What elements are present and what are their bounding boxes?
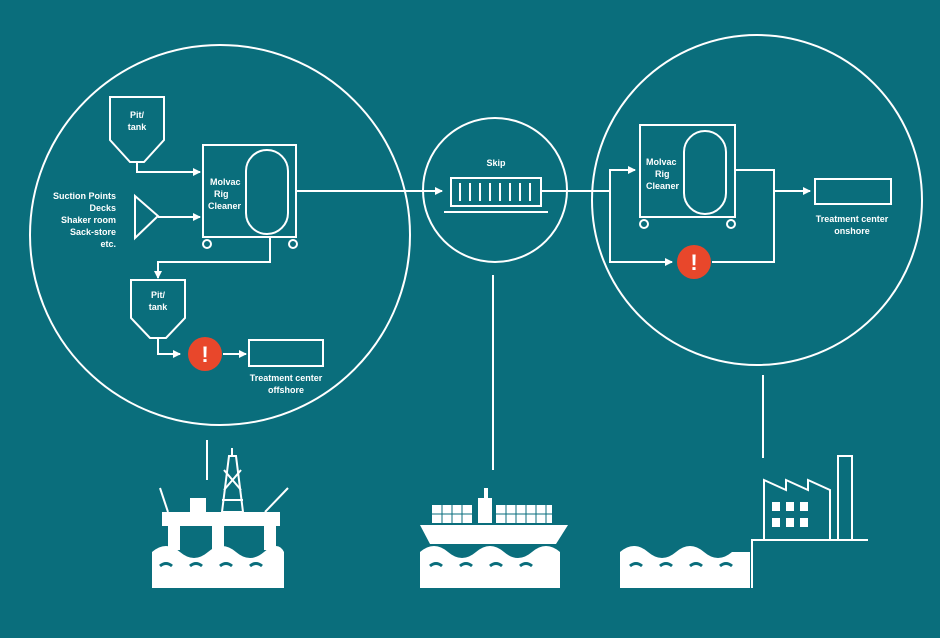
funnel-tank-icon — [109, 96, 165, 163]
pit-tank-top-label-1: Pit/ — [130, 110, 145, 120]
arrow-cleaner-to-pit — [154, 237, 271, 279]
arrow-pit-to-warning — [157, 338, 181, 358]
pump-icon — [134, 193, 160, 241]
source-label-5: etc. — [100, 239, 116, 249]
onshore-circle — [591, 34, 923, 366]
wave-icon — [620, 546, 750, 588]
offshore-circle — [29, 44, 411, 426]
treatment-offshore-label-1: Treatment center — [250, 373, 323, 383]
pit-tank-bottom-label-2: tank — [149, 302, 169, 312]
rig-cleaner-offshore-label-3: Cleaner — [208, 201, 242, 211]
funnel-tank-icon — [130, 279, 186, 339]
warning-icon: ! — [677, 245, 711, 279]
treatment-onshore-label-2: onshore — [834, 226, 870, 236]
arrow-skip-to-onshore-cleaner — [609, 166, 636, 191]
pit-tank-bottom-label-1: Pit/ — [151, 290, 166, 300]
rig-cleaner-onshore-label-2: Rig — [655, 169, 670, 179]
treatment-center-offshore-box — [248, 339, 324, 367]
rig-cleaner-offshore-label-2: Rig — [214, 189, 229, 199]
oil-platform-icon — [159, 448, 289, 550]
arrow-to-treatment-onshore — [735, 169, 811, 195]
rig-cleaner-onshore-label-3: Cleaner — [646, 181, 680, 191]
factory-icon — [751, 455, 868, 588]
connector-warning-to-main — [712, 191, 775, 263]
wave-icon — [152, 546, 284, 588]
source-label-4: Sack-store — [70, 227, 116, 237]
skip-label: Skip — [486, 158, 506, 168]
svg-text:!: ! — [201, 342, 208, 367]
skip-container-icon — [444, 177, 548, 213]
warning-icon: ! — [188, 337, 222, 371]
source-label-2: Decks — [89, 203, 116, 213]
rig-cleaner-offshore-label-1: Molvac — [210, 177, 241, 187]
pit-tank-top-label-2: tank — [128, 122, 148, 132]
treatment-onshore-label-1: Treatment center — [816, 214, 889, 224]
source-label-3: Shaker room — [61, 215, 116, 225]
treatment-center-onshore-box — [814, 178, 892, 205]
svg-text:!: ! — [690, 250, 697, 275]
arrow-pit-to-cleaner — [136, 162, 201, 176]
rig-cleaner-onshore-label-1: Molvac — [646, 157, 677, 167]
arrow-skip-to-onshore-warning — [609, 191, 673, 266]
source-label-1: Suction Points — [53, 191, 116, 201]
container-ship-icon — [420, 488, 568, 544]
treatment-offshore-label-2: offshore — [268, 385, 304, 395]
wave-icon — [420, 546, 560, 588]
